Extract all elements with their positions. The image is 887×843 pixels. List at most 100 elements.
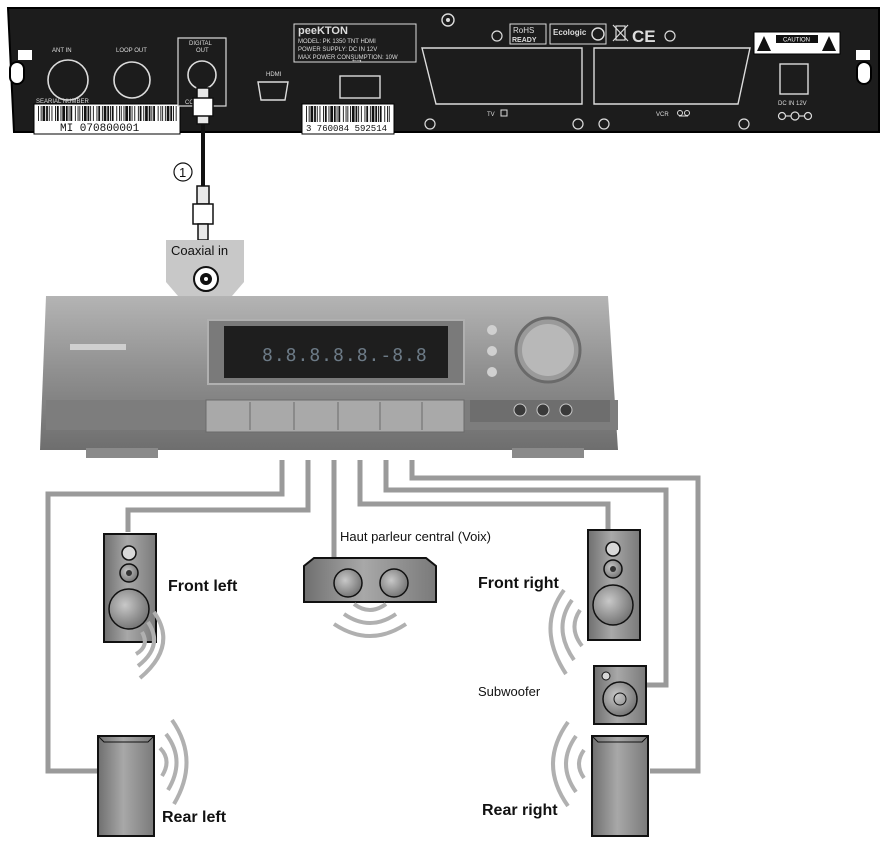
dc-polarity-icon [777, 111, 813, 121]
serial-text-bg [36, 121, 178, 133]
front-left-label: Front left [168, 578, 238, 595]
sound-waves-front-right [548, 588, 584, 676]
speaker-front-right-tweeter [605, 541, 621, 557]
receiver-button-2 [487, 346, 497, 356]
serial-number-text: MI 070800001 [60, 123, 140, 135]
receiver-display-digits: 8.8.8.8.8.-8.8 [262, 345, 428, 366]
ecologic-mark [591, 27, 605, 41]
receiver-jack-3 [559, 403, 573, 417]
barcode-bar [314, 106, 316, 122]
receiver-tray [205, 399, 465, 433]
speaker-front-right [587, 529, 641, 641]
barcode-bar [360, 106, 362, 122]
barcode-bar [338, 106, 341, 122]
barcode-bar [164, 106, 166, 121]
barcode-bar [330, 106, 333, 122]
barcode-bar [351, 106, 355, 122]
barcode-bar [323, 106, 324, 122]
barcode-bar [131, 106, 133, 121]
barcode-bar [342, 106, 344, 122]
barcode-bar [120, 106, 122, 121]
brand-label-frame [293, 23, 417, 63]
barcode-bar [345, 106, 347, 122]
barcode-bar [62, 106, 65, 121]
barcode-bar [316, 106, 318, 122]
receiver-jack-1 [513, 403, 527, 417]
serial-number-label: SEARIAL NUMBER [36, 99, 89, 105]
ecologic-logo [549, 23, 607, 45]
tv-scart-port [421, 47, 583, 105]
power-line: POWER SUPPLY: DC IN 12V [298, 47, 377, 53]
barcode-bar [65, 106, 68, 121]
dc-in-label: DC IN 12V [778, 101, 807, 107]
receiver-volume-knob-cap [522, 324, 574, 376]
barcode-bar [103, 106, 107, 121]
barcode-bar [68, 106, 70, 121]
speaker-subwoofer [593, 665, 647, 725]
speaker-front-left-tweeter [121, 545, 137, 561]
barcode-bar [70, 106, 73, 121]
barcode-bar [123, 106, 125, 121]
barcode-bar [324, 106, 327, 122]
barcode-bar [92, 106, 94, 121]
receiver-foot-left [86, 448, 158, 458]
barcode-bar [46, 106, 48, 121]
barcode-bar [319, 106, 321, 122]
barcode-bar [60, 106, 62, 121]
ean-text: 3 760084 592514 [306, 124, 387, 134]
rohs-logo [509, 23, 547, 45]
barcode-bar [56, 106, 59, 121]
speaker-rear-left [97, 735, 155, 837]
speaker-center-woofer-left [333, 568, 363, 598]
caution-title: CAUTION [783, 38, 810, 44]
barcode-bar [139, 106, 142, 121]
barcode-bar [40, 106, 42, 121]
coax-plug-bottom [196, 185, 210, 205]
barcode-bar [166, 106, 170, 121]
barcode-bar [42, 106, 46, 121]
wire-rear-right [409, 460, 701, 774]
barcode-bar [101, 106, 103, 121]
serial-barcode-bars [38, 106, 177, 121]
barcode-bar [388, 106, 390, 122]
receiver-button-3 [487, 367, 497, 377]
barcode-bar [148, 106, 151, 121]
sound-waves-center [332, 602, 408, 638]
speaker-rear-left-cabinet [97, 735, 155, 837]
receiver-logo-bar [70, 344, 126, 350]
coaxial-cable [192, 87, 214, 241]
right-mount-hole [856, 61, 872, 85]
ant-in-label: ANT IN [52, 48, 72, 54]
barcode-bar [160, 106, 162, 121]
rohs-text: RoHS [513, 26, 534, 35]
barcode-bar [107, 106, 110, 121]
left-mount-hole [9, 61, 25, 85]
barcode-bar [157, 106, 159, 121]
wire-subwoofer [383, 460, 669, 688]
caution-title-bg [776, 35, 818, 43]
hdmi-port [257, 81, 289, 101]
sound-waves-rear-left [158, 718, 189, 806]
barcode-bar [119, 106, 120, 121]
barcode-bar [98, 106, 101, 121]
barcode-bar [175, 106, 177, 121]
tv-scart-screw-right [572, 118, 584, 130]
ean-text-bg [304, 122, 392, 133]
loop-out-label: LOOP OUT [116, 48, 147, 54]
speaker-rear-right-cabinet [591, 735, 649, 837]
barcode-bar [371, 106, 375, 122]
barcode-bar [364, 106, 366, 122]
tv-icon [500, 109, 508, 117]
barcode-bar [137, 106, 139, 121]
consumption-line: MAX POWER CONSUMPTION: 10W [298, 55, 398, 61]
barcode-bar [83, 106, 87, 121]
barcode-bar [153, 106, 155, 121]
vcr-tape-icon [677, 110, 690, 117]
subwoofer-woofer-ring [613, 692, 627, 706]
barcode-bar [82, 106, 83, 121]
coax-plug-tip [197, 223, 209, 241]
speaker-center-cabinet [303, 557, 437, 603]
speaker-front-left-woofer [108, 588, 150, 630]
speaker-front-left-mid-cap [126, 570, 132, 576]
barcode-bar [90, 106, 92, 121]
